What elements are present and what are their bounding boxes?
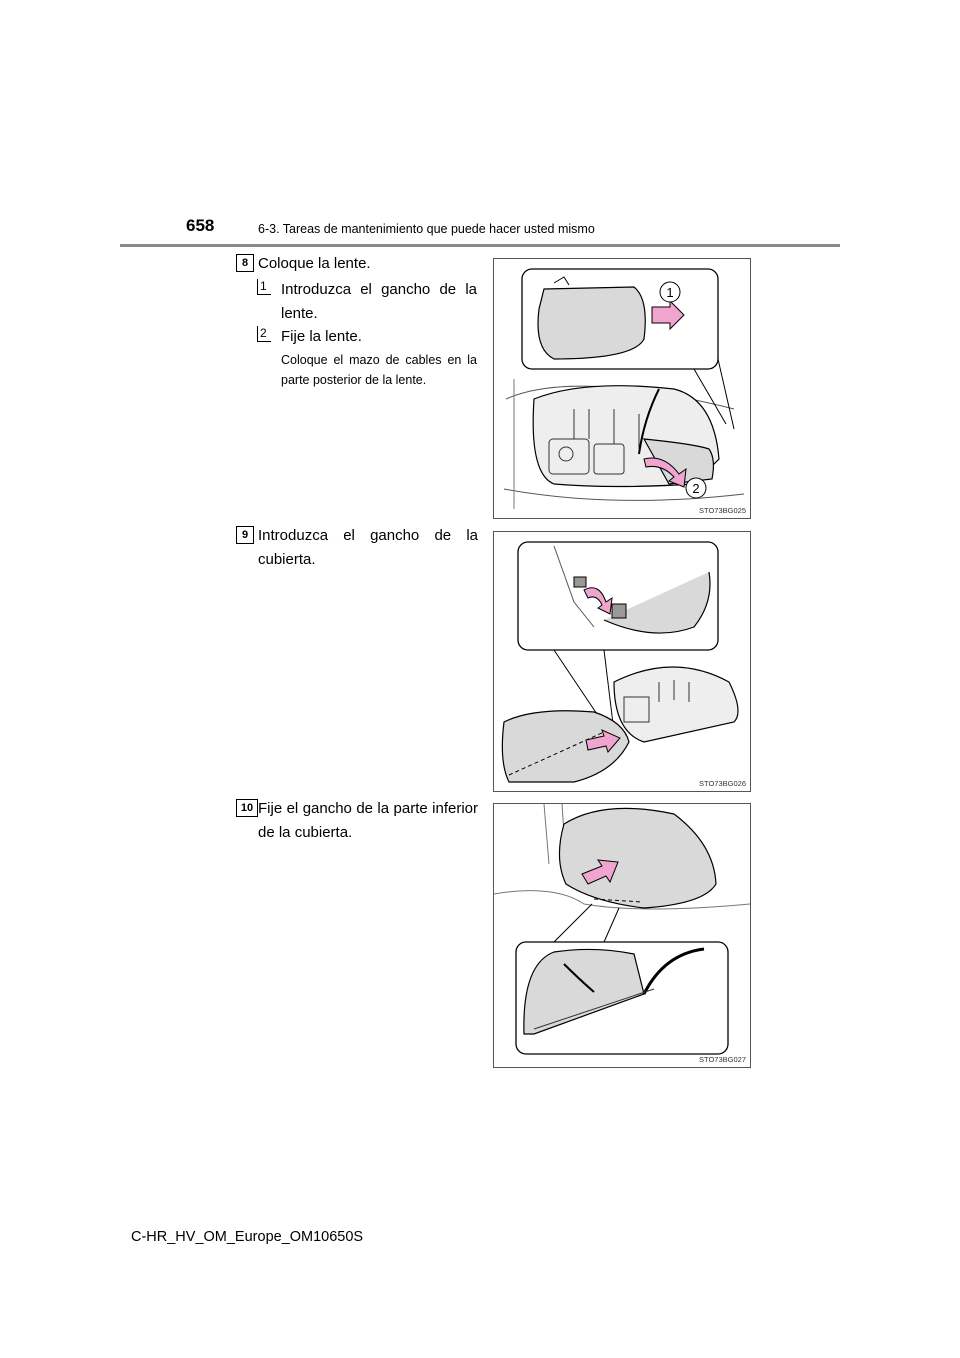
substep-1-badge: 1 xyxy=(257,279,273,297)
step-8-text: Coloque la lente. xyxy=(258,255,371,272)
callout-2: 2 xyxy=(692,481,699,496)
section-title: 6-3. Tareas de mantenimiento que puede h… xyxy=(258,222,595,236)
callout-1: 1 xyxy=(666,285,673,300)
substep-2-text: Fije la lente. xyxy=(281,328,362,345)
step-10-text: Fije el gancho de la parte inferior de l… xyxy=(258,800,478,841)
cover-bottom-illustration xyxy=(494,804,750,1055)
substep-1-number: 1 xyxy=(260,279,267,293)
step-10-badge: 10 xyxy=(236,799,258,817)
substep-2-badge: 2 xyxy=(257,326,273,344)
step-8-badge: 8 xyxy=(236,254,254,272)
page-number: 658 xyxy=(186,216,215,235)
figure-cover-bottom-hook: STO73BG027 xyxy=(493,803,751,1068)
step-9-badge: 9 xyxy=(236,526,254,544)
footer-doc-id: C-HR_HV_OM_Europe_OM10650S xyxy=(131,1229,364,1245)
figure-cover-hook: STO73BG026 xyxy=(493,531,751,792)
figure-code: STO73BG027 xyxy=(699,1055,746,1064)
figure-code: STO73BG025 xyxy=(699,506,746,515)
lens-illustration: 1 2 xyxy=(503,268,745,509)
substep-1-text: Introduzca el gancho de la lente. xyxy=(281,281,477,322)
substep-2-number: 2 xyxy=(260,326,267,340)
header-rule xyxy=(120,244,840,247)
step-9-text: Introduzca el gancho de la cubierta. xyxy=(258,527,478,568)
figure-lens-installation: 1 2 STO73BG025 xyxy=(493,258,751,519)
figure-code: STO73BG026 xyxy=(699,779,746,788)
step-8-note: Coloque el mazo de cables en la parte po… xyxy=(281,353,477,387)
cover-hook-illustration xyxy=(501,541,739,783)
